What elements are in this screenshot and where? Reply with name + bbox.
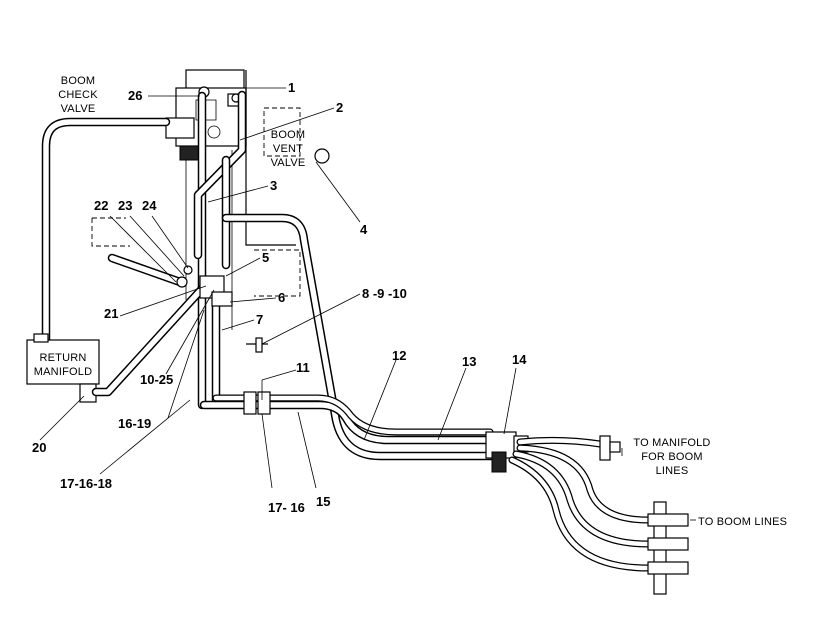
lever-22 [107,253,233,307]
text-labels: BOOM CHECK VALVE BOOM VENT VALVE TO MANI… [58,75,787,528]
callout-6: 6 [278,290,285,305]
callout-7: 7 [256,312,263,327]
callout-24: 24 [142,198,157,213]
boom-check-valve-label-line3: VALVE [61,103,96,115]
vertical-tube-group [193,90,247,410]
boom-vent-valve-label-line2: VENT [273,143,303,155]
to-manifold-label-line3: LINES [656,465,689,477]
lower-line-group [199,391,495,445]
hose-to-manifold [516,435,621,461]
callout-13: 13 [462,354,476,369]
callout-11: 11 [296,360,310,375]
to-manifold-label-line2: FOR BOOM [641,451,703,463]
callout-5: 5 [262,250,269,265]
boom-hoses [508,444,689,595]
callout-2: 2 [336,100,343,115]
callout-17-16: 17- 16 [268,500,305,515]
boom-vent-valve-label-line3: VALVE [271,157,306,169]
callout-3: 3 [270,178,277,193]
boom-check-valve-label-line1: BOOM [61,75,95,87]
boom-vent-valve-label-line1: BOOM [271,129,305,141]
callout-16-19: 16-19 [118,416,151,431]
return-manifold-label-line1: RETURN [39,352,86,364]
callout-15: 15 [316,494,330,509]
callout-14: 14 [512,352,527,367]
callout-4: 4 [360,222,368,237]
to-manifold-label-line1: TO MANIFOLD [633,437,710,449]
callout-23: 23 [118,198,132,213]
leader-lines [39,87,696,521]
return-manifold: RETURN MANIFOLD [26,333,100,403]
callout-10-25: 10-25 [140,372,173,387]
callout-8-9-10: 8 -9 -10 [362,286,407,301]
callout-20: 20 [32,440,46,455]
tube-21 [91,275,215,397]
main-tube-13 [221,213,497,461]
callout-12: 12 [392,348,406,363]
callout-22: 22 [94,198,108,213]
bolt-8-9-10 [246,337,268,353]
callout-17-16-18: 17-16-18 [60,476,112,491]
return-tube [41,117,171,345]
boom-check-valve-label-line2: CHECK [58,89,98,101]
callout-numbers: 26 1 2 3 4 5 6 7 8 -9 -10 11 12 13 14 15… [32,80,527,515]
return-manifold-label-line2: MANIFOLD [34,366,92,378]
callout-26: 26 [128,88,142,103]
vent-valve-knob [314,148,330,164]
callout-1: 1 [288,80,295,95]
to-boom-lines-label: TO BOOM LINES [698,516,787,528]
callout-21: 21 [104,306,118,321]
